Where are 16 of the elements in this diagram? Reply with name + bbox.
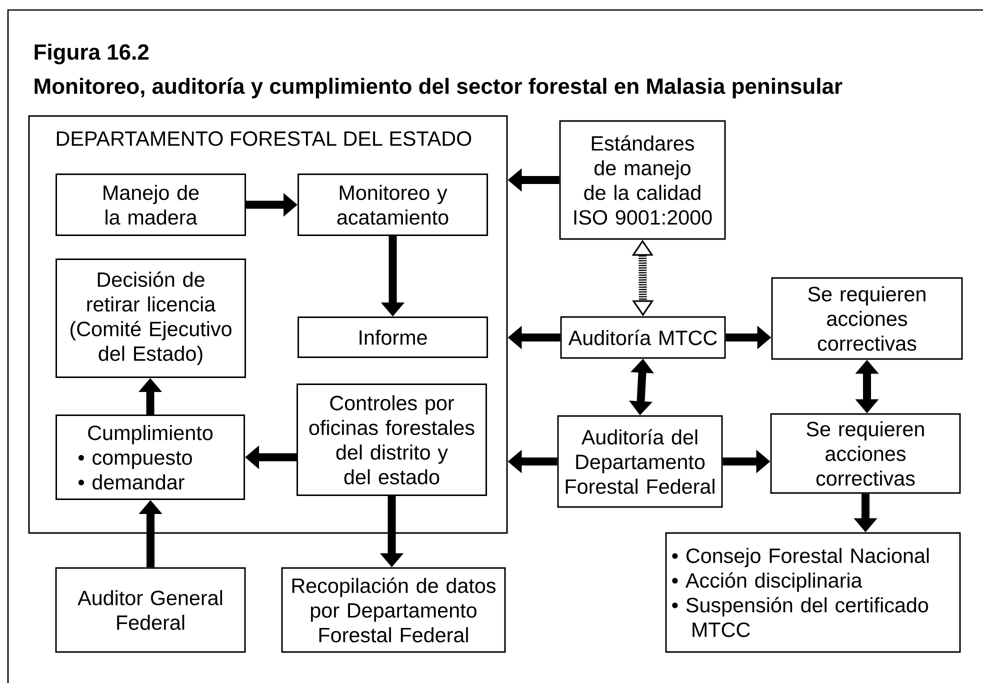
process-box: Controles por oficinas forestales del distrito y del estado	[296, 384, 487, 496]
process-box: Se requieren acciones correctivas	[770, 413, 961, 494]
process-box: Auditor General Federal	[55, 567, 246, 653]
figure-number: Figura 16.2	[34, 44, 149, 64]
process-box: Cumplimiento • compuesto • demandar	[56, 414, 245, 500]
process-box: Estándares de manejo de la calidad ISO 9001:2000	[559, 120, 726, 240]
process-box: Recopilación de datos por Departamento Forestal Federal	[281, 567, 506, 653]
process-box: Informe	[298, 316, 488, 358]
process-box: Se requieren acciones correctivas	[771, 277, 963, 360]
process-box: Manejo de la madera	[56, 174, 246, 236]
process-box: Auditoría MTCC	[560, 316, 726, 359]
process-box: Auditoría del Departamento Forestal Federal	[557, 415, 723, 508]
process-box: • Consejo Forestal Nacional • Acción disciplinaria • Suspensión del certificado MTCC	[665, 532, 961, 653]
process-box: Monitoreo y acatamiento	[298, 174, 488, 236]
title: Monitoreo, auditoría y cumplimiento del sector forestal en Malasia peninsular	[34, 78, 842, 98]
process-box: Decisión de retirar licencia (Comité Ejecutivo del Estado)	[56, 258, 246, 378]
